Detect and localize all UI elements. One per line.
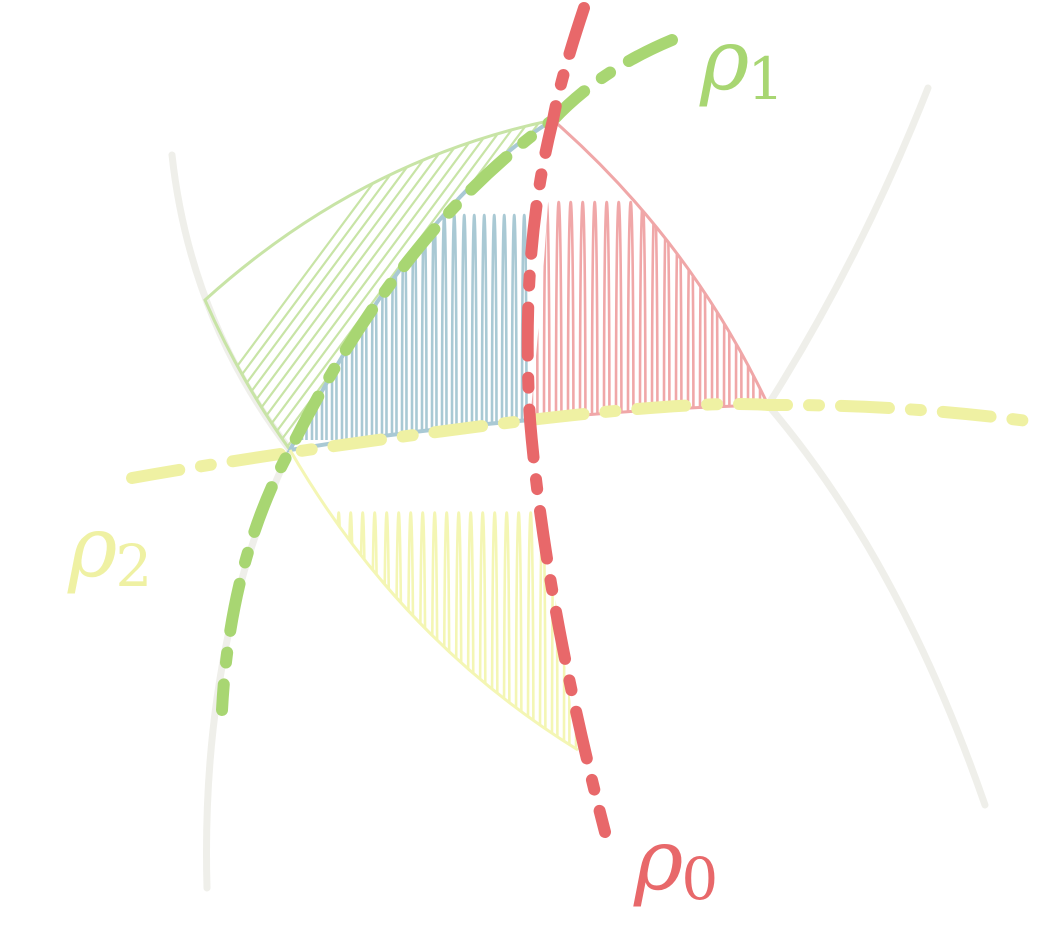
background-curves [168,84,989,892]
hatch-line [225,120,487,450]
region-rho2-oscillation [288,449,579,752]
label-rho1-symbol: ρ [700,11,750,109]
oscillation-stroke [530,201,767,419]
label-rho2-subscript: 2 [115,532,153,600]
label-rho1: ρ1 [700,18,784,108]
label-rho0-subscript: 0 [681,845,719,913]
boundary-rho0-dashed [521,2,611,838]
hatch-line [236,120,498,450]
oscillation-stroke [290,214,528,441]
label-rho2-symbol: ρ [68,498,118,596]
hatch-line [368,120,553,450]
label-rho2: ρ2 [68,505,152,595]
label-rho0: ρ0 [634,818,718,908]
background-curve-right [763,84,989,809]
region-rho0-oscillation [529,118,771,422]
background-curve-left [168,151,295,892]
hatch-line [247,120,509,450]
oscillation-stroke [298,511,578,750]
label-rho1-subscript: 1 [747,45,785,113]
label-rho0-symbol: ρ [634,811,684,909]
boundary-rho1-dashed [216,34,678,716]
